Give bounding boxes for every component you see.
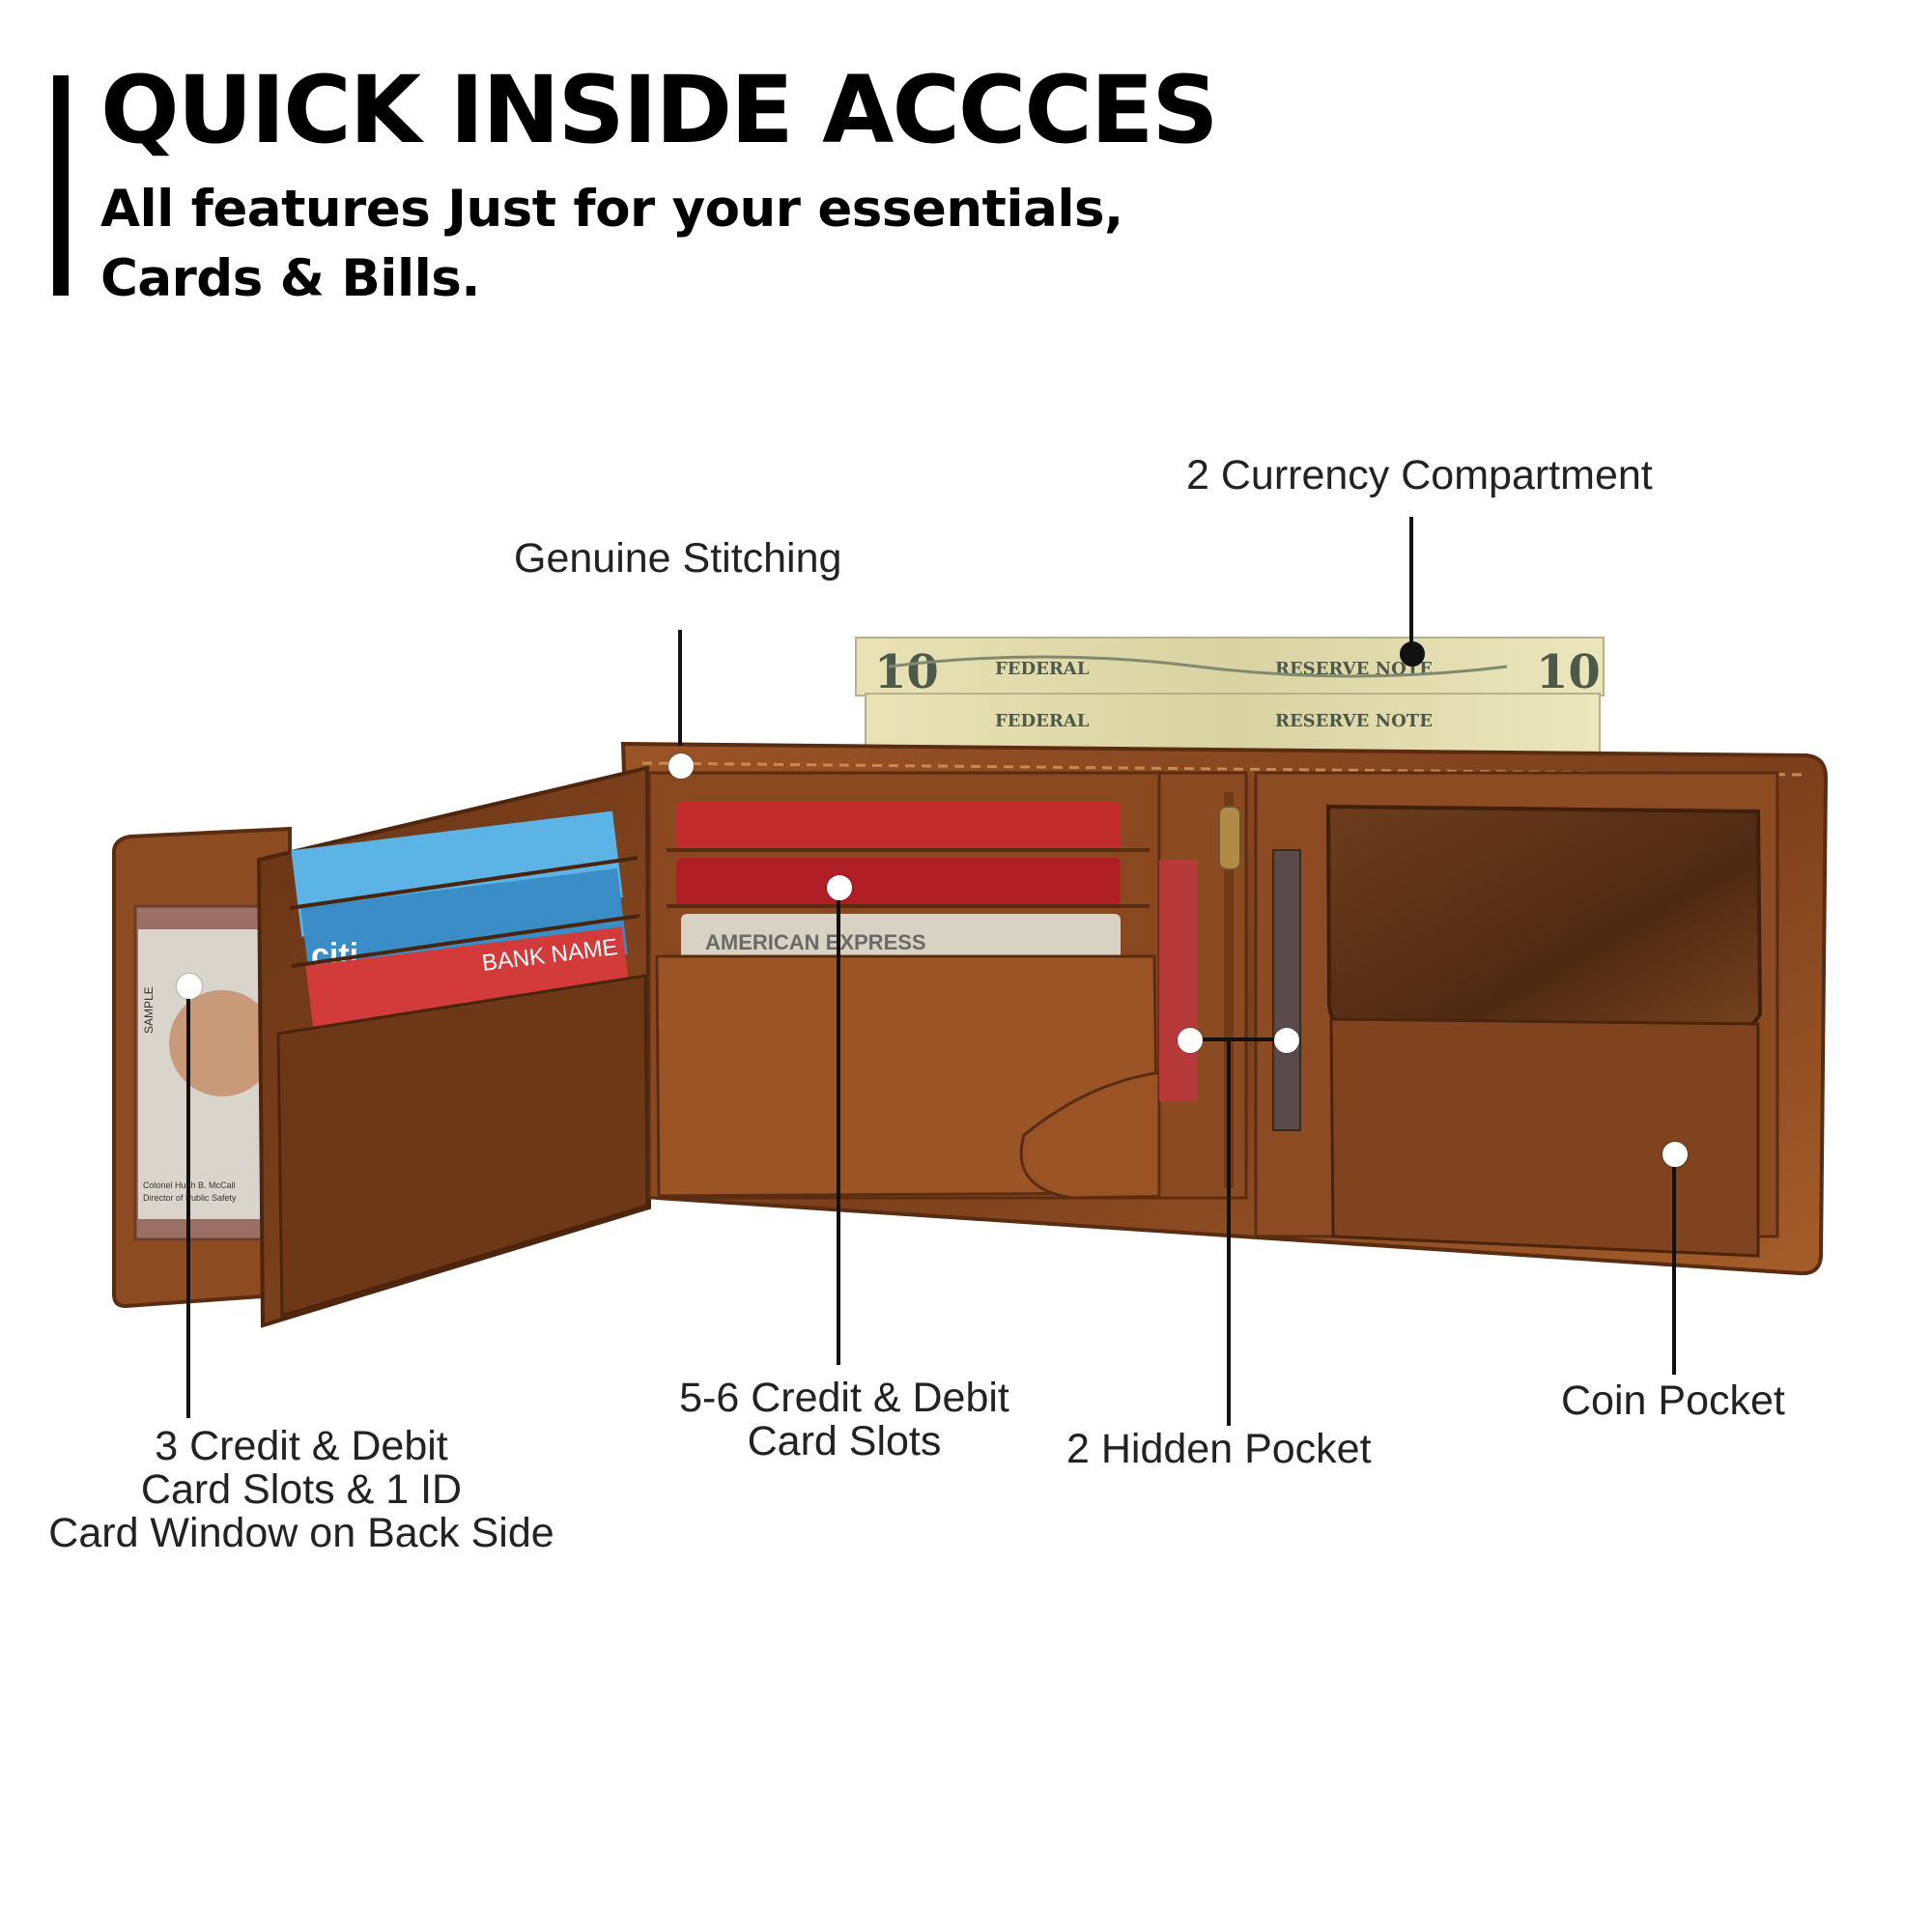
zipper-pull: [1218, 806, 1241, 870]
id-card-sample: SAMPLE: [142, 986, 156, 1034]
hidden-window: [1272, 849, 1301, 1131]
pointer-dot-currency: [1400, 641, 1425, 667]
callout-left-card-slots: 3 Credit & Debit Card Slots & 1 ID Card …: [37, 1423, 566, 1557]
page-title: QUICK INSIDE ACCCES: [100, 56, 1219, 164]
pointer-dot-stitching: [668, 753, 694, 779]
page-subtitle-line-1: All features Just for your essentials,: [100, 180, 1123, 239]
id-card-photo: [169, 990, 275, 1096]
bill-back: [855, 637, 1605, 696]
pointer-coin: [1672, 1157, 1676, 1375]
card-amex: [681, 914, 1121, 960]
callout-currency-compartment: 2 Currency Compartment: [1186, 452, 1653, 498]
callout-center-card-slots: 5-6 Credit & Debit Card Slots: [667, 1375, 1022, 1465]
pointer-dot-center-slots: [827, 875, 852, 900]
callout-left-card-slots-line-1: 3 Credit & Debit: [155, 1423, 448, 1469]
pointer-dot-left-slots: [177, 974, 202, 999]
snap-tab: [1019, 1068, 1195, 1200]
bill-federal-text-2: FEDERAL: [995, 711, 1090, 731]
stitch-line-top: [641, 761, 1805, 777]
coin-pocket-body: [1329, 1017, 1760, 1258]
page-subtitle-line-2: Cards & Bills.: [100, 249, 480, 308]
callout-hidden-pocket: 2 Hidden Pocket: [1066, 1426, 1372, 1472]
left-card-slot-pocket: [276, 974, 649, 1319]
bill-denomination-left: 10: [874, 645, 939, 699]
callout-genuine-stitching: Genuine Stitching: [514, 535, 842, 582]
hidden-card-peek: [1159, 860, 1198, 1101]
pointer-currency: [1409, 517, 1413, 652]
bill-federal-text: FEDERAL: [995, 659, 1090, 679]
coin-pocket-flap: [1325, 804, 1763, 1051]
pointer-hidden-vertical: [1227, 1039, 1231, 1426]
callout-center-card-slots-line-2: Card Slots: [747, 1418, 942, 1465]
bill-engraving: [888, 655, 1508, 678]
currency-bills: 10 10 FEDERAL RESERVE NOTE FEDERAL RESER…: [855, 637, 1605, 762]
bill-denomination-right: 10: [1536, 645, 1601, 699]
pointer-dot-coin: [1662, 1142, 1688, 1167]
callout-left-card-slots-line-3: Card Window on Back Side: [48, 1510, 554, 1557]
pointer-center-slots: [837, 894, 840, 1365]
callout-left-card-slots-line-2: Card Slots & 1 ID: [140, 1466, 463, 1514]
callout-center-card-slots-line-1: 5-6 Credit & Debit: [679, 1375, 1009, 1421]
pointer-dot-hidden-right: [1274, 1028, 1299, 1053]
pointer-hidden-horizontal: [1187, 1037, 1284, 1041]
card-amex-label: AMERICAN EXPRESS: [705, 930, 926, 954]
pointer-dot-hidden-left: [1178, 1028, 1203, 1053]
callout-coin-pocket: Coin Pocket: [1561, 1378, 1785, 1424]
card-red-center-2: [676, 858, 1121, 906]
card-red-center-1: [676, 802, 1121, 850]
bill-reserve-text-2: RESERVE NOTE: [1275, 711, 1433, 731]
pointer-stitching: [678, 630, 682, 746]
bill-reserve-text: RESERVE NOTE: [1275, 659, 1433, 679]
headline-accent-bar: [53, 75, 69, 296]
pointer-left-slots: [186, 985, 190, 1418]
